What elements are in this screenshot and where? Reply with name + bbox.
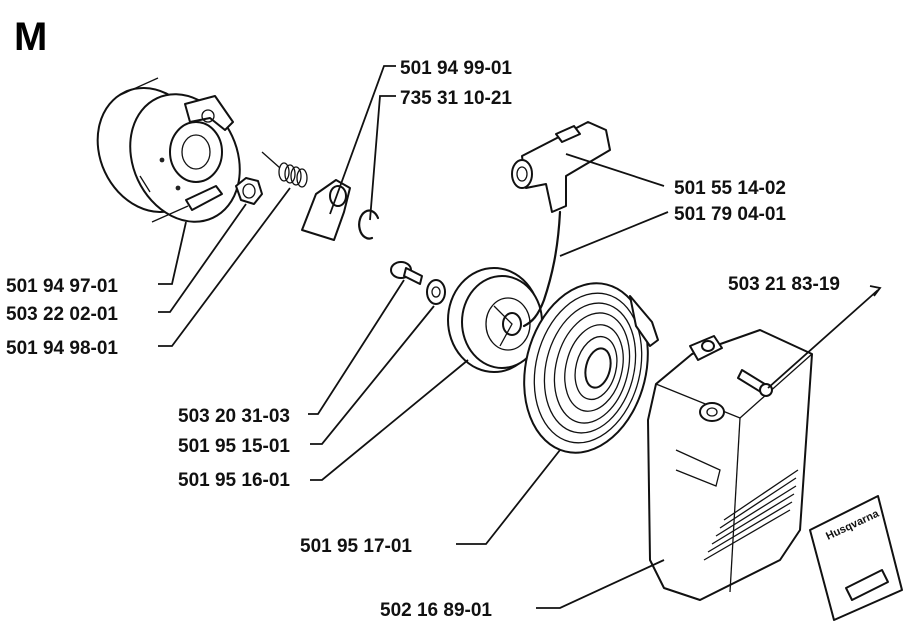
label-recoil-spring: 501 95 17-01 [300, 536, 412, 557]
starter-cover-drawing [647, 329, 813, 601]
label-starter-cover: 502 16 89-01 [380, 600, 492, 621]
label-washer: 501 95 15-01 [178, 436, 290, 457]
flywheel-drawing [96, 77, 241, 223]
pulley-screw-drawing [390, 261, 423, 285]
label-flywheel: 501 94 97-01 [6, 276, 118, 297]
recoil-spring-drawing [523, 282, 659, 454]
label-pulley-screw: 503 20 31-03 [178, 406, 290, 427]
pulley-drawing [447, 267, 543, 373]
circlip-drawing [358, 209, 380, 240]
section-letter: M [14, 15, 47, 59]
decal-drawing: Husqvarna [809, 495, 903, 621]
leader-lines [158, 65, 882, 609]
label-circlip: 735 31 10-21 [400, 88, 512, 109]
label-pawl: 501 94 99-01 [400, 58, 512, 79]
washer-drawing [426, 279, 446, 305]
label-cord: 501 79 04-01 [674, 204, 786, 225]
cord-drawing [522, 210, 562, 328]
label-nut: 503 22 02-01 [6, 304, 118, 325]
part-labels: 501 94 97-01 503 22 02-01 501 94 98-01 5… [6, 58, 840, 621]
label-spring: 501 94 98-01 [6, 338, 118, 359]
label-cover-screw: 503 21 83-19 [728, 274, 840, 295]
label-handle: 501 55 14-02 [674, 178, 786, 199]
pawl-drawing [301, 179, 351, 241]
nut-drawing [235, 177, 263, 205]
handle-drawing [511, 121, 611, 213]
spring-drawing [261, 151, 308, 188]
label-pulley: 501 95 16-01 [178, 470, 290, 491]
